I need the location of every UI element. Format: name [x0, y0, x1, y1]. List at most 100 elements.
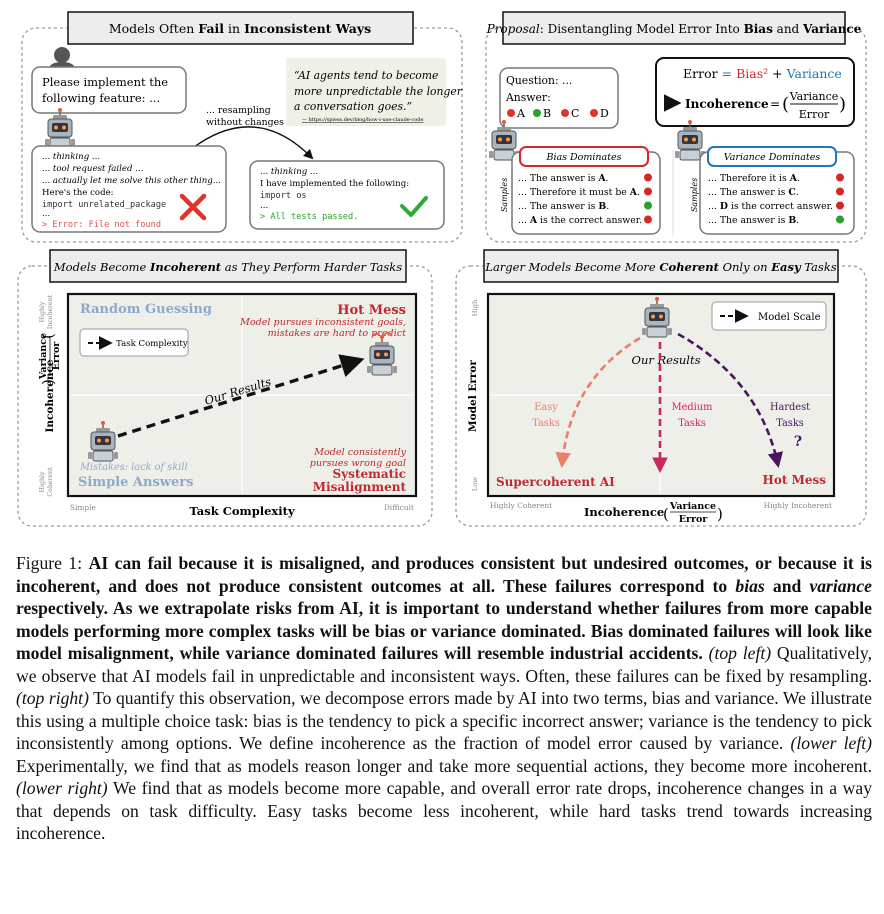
bias-sample-row-3: ... The answer is B.: [518, 201, 609, 212]
panel-top-left-title: Models Often Fail in Inconsistent Ways: [109, 21, 371, 36]
option-a: A: [516, 107, 526, 120]
ok-line-2: I have implemented the following:: [260, 179, 409, 189]
hot-mess-desc-1: Model pursues inconsistent goals,: [239, 317, 406, 328]
user-prompt-line-2: following feature: ...: [42, 91, 160, 105]
easy-tasks-label-1: Easy: [534, 402, 558, 413]
misalignment-desc-2: pursues wrong goal: [310, 458, 406, 469]
hot-mess-label: Hot Mess: [337, 303, 406, 318]
svg-text:Variance: Variance: [669, 501, 716, 512]
caption-text-2: To quantify this observation, we decompo…: [16, 688, 872, 753]
ok-line-1: ... thinking ...: [260, 167, 318, 177]
resampling-label-2: without changes: [206, 117, 284, 128]
variance-sample-row-3: ... D is the correct answer.: [708, 201, 833, 212]
question-mark: ?: [794, 434, 802, 450]
y-low-label-1: Highly: [39, 471, 46, 492]
fail-line-4: Here's the code:: [42, 188, 114, 198]
caption-bias-word: bias: [735, 575, 765, 596]
quote-line-3: a conversation goes.”: [294, 100, 412, 113]
panel-top-right: Proposal: Disentangling Model Error Into…: [485, 11, 867, 243]
y-low-label-2: Coherent: [47, 467, 54, 497]
easy-tasks-label-2: Tasks: [532, 418, 560, 429]
bias-sample-row-dot-3: [644, 201, 652, 210]
fail-line-6: ...: [42, 209, 50, 219]
bias-samples-list: ... The answer is A.... Therefore it mus…: [518, 173, 652, 226]
fail-line-1: ... thinking ...: [42, 152, 100, 162]
resampling-label-1: ... resampling: [206, 105, 271, 116]
svg-text:Incoherence: Incoherence: [44, 359, 56, 432]
legend-task-complexity: Task Complexity: [116, 339, 188, 349]
hot-mess-desc-2: mistakes are hard to predict: [268, 328, 407, 339]
our-results-label: Our Results: [632, 353, 701, 367]
caption-bold-and: and: [764, 575, 810, 596]
hardest-tasks-label-1: Hardest: [770, 402, 810, 413]
equation-fraction-numerator: Variance: [789, 90, 839, 103]
svg-text:Incoherence: Incoherence: [584, 505, 664, 519]
option-c: C: [571, 107, 579, 120]
fail-line-3: ... actually let me solve this other thi…: [42, 176, 221, 186]
caption-lower-right: (lower right): [16, 778, 108, 798]
mistakes-skill-label: Mistakes: lack of skill: [79, 462, 188, 473]
equation-error: Error=Bias²+Variance: [683, 66, 842, 81]
variance-sample-row-4: ... The answer is B.: [708, 215, 799, 226]
supercoherent-label: Supercoherent AI: [496, 475, 615, 489]
samples-label: Samples: [500, 178, 509, 212]
ok-line-4: ...: [260, 201, 268, 211]
quote-line-2: more unpredictable the longer: [294, 85, 463, 98]
svg-text:Error: Error: [51, 341, 62, 371]
caption-fig-label: Figure 1:: [16, 553, 89, 573]
caption-bold-2: respectively. As we extrapolate risks fr…: [16, 598, 872, 663]
equation-fraction-denominator: Error: [799, 108, 830, 121]
panel-top-right-title: Proposal: Disentangling Model Error Into…: [486, 22, 862, 36]
y-low-label: Low: [471, 477, 479, 492]
variance-sample-row-dot-2: [836, 187, 844, 196]
check-icon: [400, 196, 428, 217]
caption-variance-word: variance: [809, 575, 872, 596]
fail-line-7: > Error: File not found: [42, 220, 161, 230]
bias-sample-row-4: ... A is the correct answer.: [518, 215, 642, 226]
x-right-label: Highly Incoherent: [764, 501, 832, 510]
medium-tasks-label-1: Medium: [672, 402, 714, 413]
y-high-label: High: [471, 299, 479, 316]
hot-mess-label: Hot Mess: [763, 473, 827, 487]
option-d: D: [600, 107, 609, 120]
bias-sample-row-dot-2: [644, 187, 652, 196]
svg-text:): ): [717, 505, 723, 523]
panel-bottom-left: Models Become Incoherent as They Perform…: [17, 249, 433, 527]
easy-tasks-arrow: [555, 336, 641, 469]
caption-top-left: (top left): [708, 643, 772, 663]
fail-line-2: ... tool request failed ...: [42, 164, 143, 174]
x-axis-label: Incoherence ( Variance Error ): [584, 501, 723, 525]
ok-line-3: import os: [260, 191, 307, 201]
svg-text:Variance: Variance: [38, 333, 49, 380]
svg-text:=: =: [770, 97, 780, 111]
random-guessing-label: Random Guessing: [80, 302, 212, 317]
y-axis-label: Incoherence ( Variance Error ): [38, 333, 62, 433]
variance-sample-row-1: ... Therefore it is A.: [708, 173, 800, 184]
bias-sample-row-dot-4: [644, 215, 652, 224]
panel-top-left: Models Often Fail in Inconsistent Ways P…: [21, 11, 463, 243]
bias-dominates-title: Bias Dominates: [545, 152, 621, 163]
medium-tasks-label-2: Tasks: [678, 418, 706, 429]
samples-label: Samples: [690, 178, 699, 212]
x-left-label: Highly Coherent: [490, 501, 552, 510]
bias-sample-row-dot-1: [644, 173, 652, 182]
caption-bold-1: AI can fail because it is misaligned, an…: [16, 553, 872, 596]
variance-sample-row-dot-4: [836, 215, 844, 224]
robot-hot-mess-icon: [366, 331, 398, 376]
caption-text-3: Experimentally, we find that as models r…: [16, 755, 872, 776]
variance-dominates-title: Variance Dominates: [724, 152, 821, 163]
quote-line-1: “AI agents tend to become: [294, 69, 438, 82]
x-difficult-label: Difficult: [384, 503, 414, 512]
y-high-label-1: Highly: [39, 301, 46, 322]
panel-bottom-right: Larger Models Become More Coherent Only …: [455, 249, 867, 527]
figure: Models Often Fail in Inconsistent Ways P…: [17, 11, 867, 527]
svg-text:(: (: [39, 333, 57, 339]
caption-lower-left: (lower left): [790, 733, 872, 753]
ok-line-5: > All tests passed.: [260, 212, 358, 222]
question-text: Question: ...: [506, 74, 572, 87]
svg-text:): ): [39, 379, 57, 385]
caption-top-right: (top right): [16, 688, 89, 708]
x-simple-label: Simple: [70, 503, 96, 512]
svg-text:Error: Error: [679, 514, 709, 525]
svg-text:(: (: [663, 505, 669, 523]
